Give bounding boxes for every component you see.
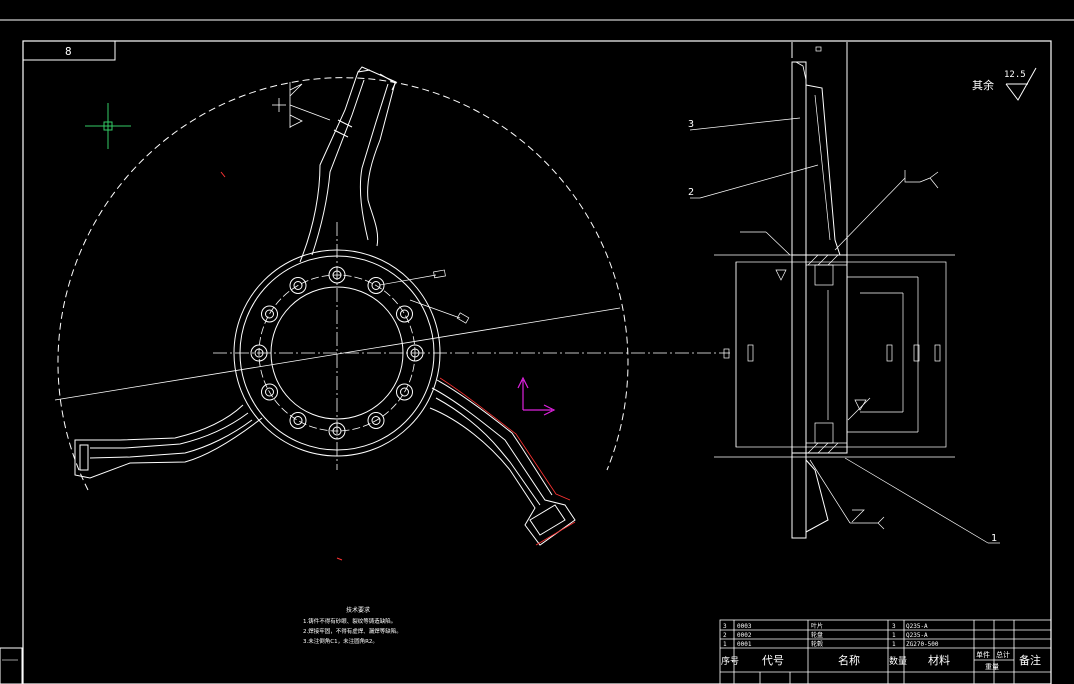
notes-line-2: 2.焊接牢固，不得有虚焊、漏焊等缺陷。 [303, 627, 402, 635]
bom-header-weight: 重量 [985, 663, 999, 671]
part-label-3: 3 [688, 119, 694, 130]
notes-line-3: 3.未注倒角C1，未注圆角R2。 [303, 637, 378, 645]
bom-header-name: 名称 [838, 653, 860, 667]
bom-header-qty: 数量 [889, 655, 907, 667]
bom-table [719, 619, 1052, 684]
bom-row-code: 0003 [737, 623, 752, 630]
bom-row-qty: 1 [892, 632, 896, 639]
bom-header-remarks: 备注 [1019, 653, 1041, 667]
front-leader-tag-2 [456, 312, 470, 324]
hub-outer-ring [233, 249, 441, 457]
bom-row-qty: 1 [892, 641, 896, 648]
bom-row: 3 0003 叶片 3 Q235-A [723, 622, 928, 630]
front-leader-2 [409, 299, 461, 319]
front-leader-1 [379, 274, 437, 286]
ucs-icon [517, 376, 556, 416]
notes-title: 技术要求 [346, 606, 370, 614]
bom-header-material: 材料 [928, 653, 950, 667]
leader-2-line [699, 164, 819, 199]
corner-code-box [22, 40, 116, 61]
part-label-1: 1 [991, 533, 997, 544]
surface-finish-label: 其余 [972, 78, 994, 92]
bom-row-index: 3 [723, 623, 727, 630]
red-mark-1 [220, 171, 226, 178]
viewport-box [0, 647, 23, 684]
bolt-holes [250, 266, 424, 440]
bom-row-qty: 3 [892, 623, 896, 630]
front-view [54, 66, 730, 546]
crosshair-cursor-icon [85, 103, 131, 149]
bom-header-index: 序号 [721, 655, 739, 667]
blade-red-tip [535, 521, 576, 546]
hub-ring-2 [239, 255, 435, 451]
bom-row-material: ZG270-500 [906, 641, 939, 648]
technical-notes: 技术要求 1.铸件不得有砂眼、裂纹等铸造缺陷。 2.焊接牢固，不得有虚焊、漏焊等… [303, 606, 402, 645]
bom-row-index: 1 [723, 641, 727, 648]
weld-symbol-front [272, 82, 331, 128]
hub-bore [270, 286, 404, 420]
bom-row-name: 轮毂 [811, 640, 823, 648]
bom-row-name: 轮盘 [811, 631, 823, 639]
bom-row: 1 0001 轮毂 1 ZG270-500 [723, 640, 939, 648]
side-view [689, 42, 1000, 544]
blade-left [74, 404, 263, 479]
dim-frame-outer [735, 261, 947, 448]
bom-header-total-weight: 总计 [996, 650, 1010, 659]
red-mark-2 [336, 557, 343, 561]
bom-row: 2 0002 轮盘 1 Q235-A [723, 631, 928, 639]
surface-finish-symbol: 其余 12.5 [972, 67, 1037, 101]
notes-line-1: 1.铸件不得有砂眼、裂纹等铸造缺陷。 [303, 617, 396, 625]
blade-lower-right [429, 379, 576, 546]
surface-finish-value: 12.5 [1004, 70, 1026, 80]
front-leader-tag-1 [433, 269, 446, 279]
bom-headers: 序号 代号 名称 数量 材料 单件 总计 重量 备注 [721, 650, 1041, 671]
bolt-circle [258, 274, 416, 432]
bom-row-material: Q235-A [906, 623, 928, 630]
part-label-2: 2 [688, 187, 694, 198]
disc-outline-dashed [57, 77, 629, 491]
corner-code-text: 8 [65, 45, 72, 58]
disc-plate [791, 61, 807, 539]
bom-header-code: 代号 [762, 654, 784, 667]
bom-row-code: 0002 [737, 632, 752, 639]
bom-row-code: 0001 [737, 641, 752, 648]
bom-header-unit-weight: 单件 [976, 650, 990, 659]
drawing-border [22, 40, 1052, 684]
blade-upper [299, 66, 397, 263]
bom-row-material: Q235-A [906, 632, 928, 639]
blade-red-edge [439, 377, 571, 501]
leader-3-line [689, 117, 801, 131]
bom-row-index: 2 [723, 632, 727, 639]
section-line [54, 307, 621, 401]
bom-rows: 3 0003 叶片 3 Q235-A 2 0002 轮盘 1 Q235-A 1 … [723, 622, 939, 648]
blade-profile-bottom [805, 459, 829, 533]
section-hatching [807, 254, 839, 454]
leader-1-line [844, 457, 989, 544]
bom-row-name: 叶片 [811, 622, 823, 630]
